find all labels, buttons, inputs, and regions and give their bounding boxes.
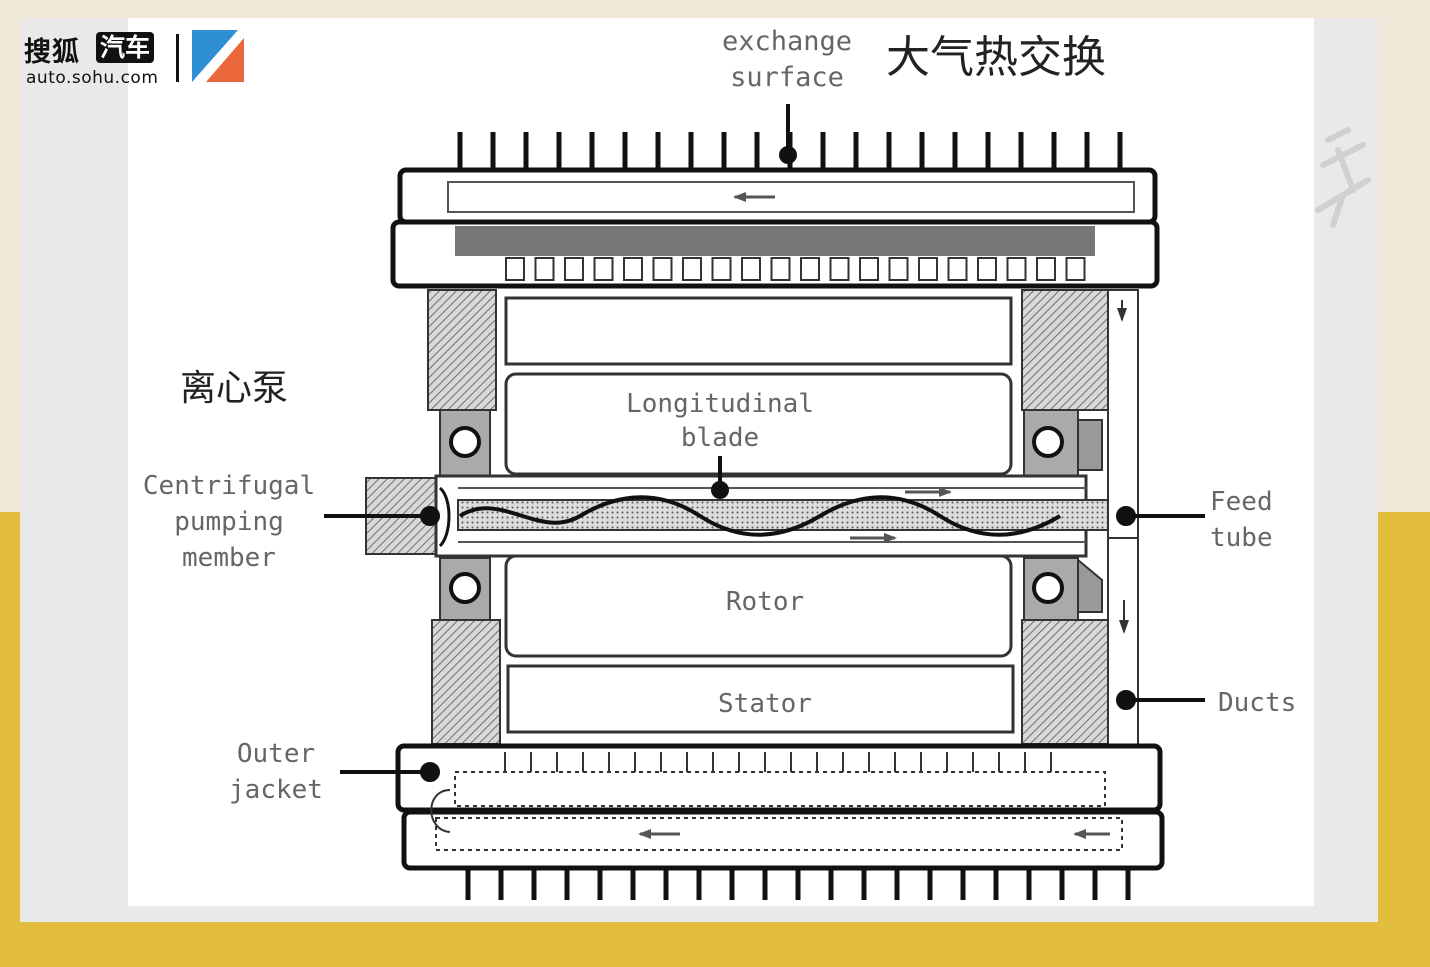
channel-tooth [711,257,732,281]
channel-tooth [741,257,761,281]
label-centrifugal-line3: member [182,543,276,573]
channel-tooth [829,257,850,281]
label-outer-line1: Outer [237,739,315,769]
centrifugal-impeller [438,486,451,548]
rotor-shaft [365,474,1115,558]
channel-tooth [888,257,909,281]
logo-badge: 汽车 [96,32,155,63]
channel-tooth [918,257,938,281]
label-outer-line2: jacket [229,775,323,805]
label-exchange-line2: surface [730,62,844,93]
jacket-cooling-channels [504,752,1052,772]
label-rotor: Rotor [726,587,804,617]
bearing-right-bottom [1023,557,1103,621]
bearing-right-top [1023,409,1103,477]
channel-tooth [682,257,702,281]
channel-tooth [770,257,791,281]
label-centrifugal-line1: Centrifugal [143,471,315,501]
channel-tooth [652,257,673,281]
channel-tooth [800,257,820,281]
label-ducts: Ducts [1218,688,1296,718]
helical-blade [458,495,1062,537]
channel-tooth [593,257,614,281]
feed-tube [457,499,1115,531]
leader-lines [324,104,1205,782]
logo-url: auto.sohu.com [26,68,159,88]
label-longitudinal-line1: Longitudinal [626,389,814,419]
channel-tooth [623,257,643,281]
top-fins [457,132,1123,172]
channel-tooth [564,257,584,281]
bottom-fins [465,866,1131,900]
channel-tooth [1065,257,1086,281]
top-cooling-channels [505,257,1086,281]
channel-tooth [1006,257,1027,281]
outer-jacket [395,743,1165,871]
channel-tooth [534,257,555,281]
channel-tooth [977,257,997,281]
label-longitudinal-line2: blade [681,423,759,453]
channel-tooth [1036,257,1056,281]
stator-block [506,664,1015,734]
cooling-ducts [1107,289,1139,819]
label-stator: Stator [718,689,812,719]
label-pump-cn: 离心泵 [180,368,288,409]
channel-tooth [859,257,879,281]
channel-tooth [505,257,525,281]
label-feed-line1: Feed [1210,487,1273,517]
motor-housing [365,289,1139,819]
sohu-auto-logo: 搜狐 汽车 auto.sohu.com [24,30,254,90]
channel-tooth [947,257,968,281]
label-exchange-cn: 大气热交换 [886,32,1106,83]
logo-mark-icon [192,30,244,82]
watermark-glyph-icon [1315,127,1371,228]
logo-separator [176,34,179,82]
longitudinal-blade-block [504,372,1013,476]
logo-brand-text: 搜狐 [24,37,80,68]
bearing-left-top [439,409,491,477]
label-exchange-line1: exchange [722,26,852,57]
label-centrifugal-line2: pumping [174,507,284,537]
rotor-upper-segment [504,296,1013,366]
bearing-left-bottom [439,557,491,621]
label-feed-line2: tube [1210,523,1273,553]
top-heat-exchanger [390,167,1160,289]
